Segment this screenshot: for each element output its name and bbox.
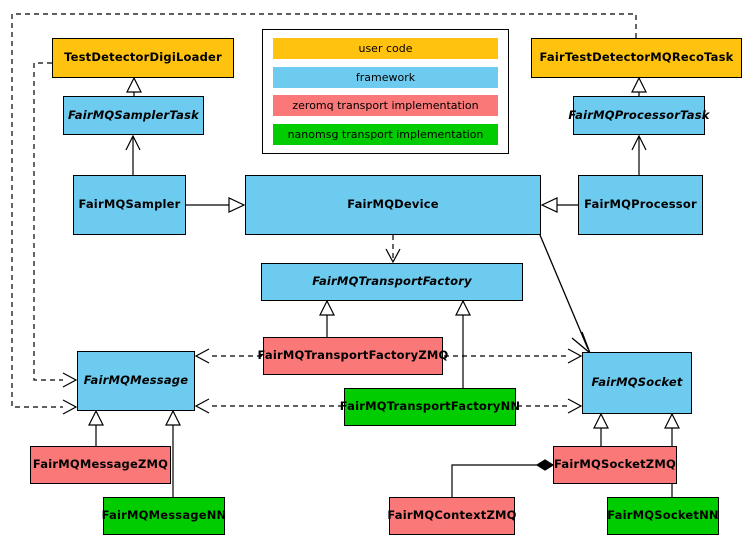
edge-socketzmq-to-socket [593,412,609,446]
class-node-fairtestdetectormqrecotask[interactable]: FairTestDetectorMQRecoTask [531,38,742,78]
class-node-fairmqsamplertask[interactable]: FairMQSamplerTask [63,96,204,135]
edge-device-to-socket [539,234,592,356]
edge-sampler-to-device [186,197,246,213]
class-node-testdetectordigiloader[interactable]: TestDetectorDigiLoader [52,38,234,78]
class-node-fairmqsocketnn[interactable]: FairMQSocketNN [607,497,719,535]
edge-samplertask-to-digiloader [126,76,142,96]
edge-device-to-transportfactory [385,235,401,264]
edge-processor-to-processortask [631,134,647,175]
class-node-fairmqdevice[interactable]: FairMQDevice [245,175,541,235]
class-node-fairmqcontextzmq[interactable]: FairMQContextZMQ [387,497,516,535]
class-node-fairmqtransportfactorynn[interactable]: FairMQTransportFactoryNN [340,388,520,426]
class-node-fairmqtransportfactoryzmq[interactable]: FairMQTransportFactoryZMQ [258,337,448,375]
edge-tfnn-to-transportfactory [455,299,471,388]
class-node-fairmqsampler[interactable]: FairMQSampler [73,175,186,235]
legend-item-zeromq: zeromq transport implementation [273,95,498,117]
edge-tfnn-to-socket [517,398,583,414]
class-node-fairmqmessage[interactable]: FairMQMessage [77,351,195,411]
class-node-fairmqsocket[interactable]: FairMQSocket [582,352,692,414]
class-node-fairmqmessagezmq[interactable]: FairMQMessageZMQ [30,446,171,484]
class-node-fairmqprocessortask[interactable]: FairMQProcessorTask [568,96,709,135]
class-node-fairmqprocessor[interactable]: FairMQProcessor [578,175,703,235]
legend-item-user-code: user code [273,38,498,59]
class-node-fairmqsocketzmq[interactable]: FairMQSocketZMQ [553,446,677,484]
edge-tfzmq-to-message [194,348,262,364]
edge-tfnn-to-message [194,398,343,414]
edge-messagezmq-to-message [88,409,104,446]
class-node-fairmqmessagenn[interactable]: FairMQMessageNN [102,497,226,535]
legend-item-nanomsg: nanomsg transport implementation [273,123,498,145]
edge-socketzmq-composition-contextzmq [451,459,555,497]
edge-tfzmq-to-socket [444,348,583,364]
legend-box: user code framework zeromq transport imp… [262,29,509,154]
legend-item-framework: framework [273,66,498,88]
edge-processor-to-device [540,197,578,213]
class-node-fairmqtransportfactory[interactable]: FairMQTransportFactory [261,263,523,301]
edge-tfzmq-to-transportfactory [319,299,335,337]
edge-sampler-to-samplertask [125,134,141,175]
edge-processortask-to-recotask [631,76,647,96]
